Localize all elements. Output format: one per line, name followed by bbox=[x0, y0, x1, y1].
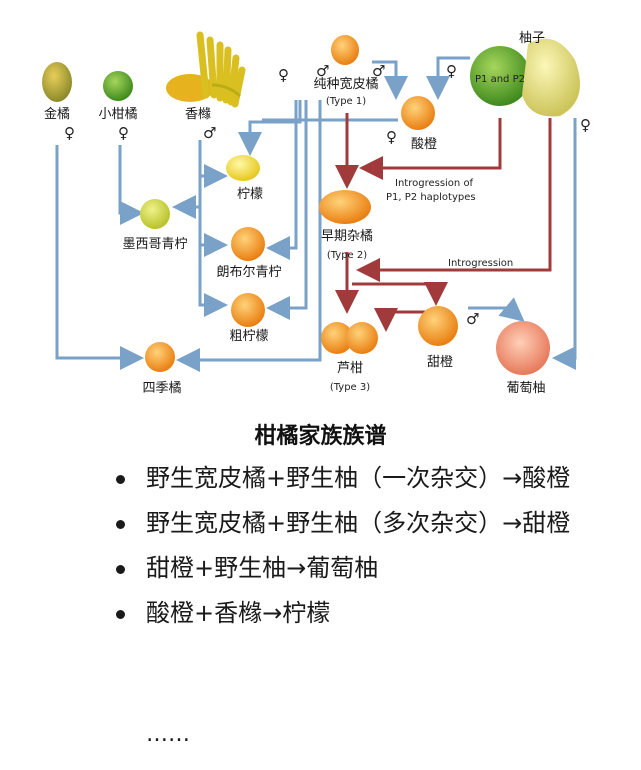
kumquat-icon bbox=[42, 62, 72, 102]
edge-kumquat-calamansi bbox=[55, 145, 144, 370]
mexican-lime-icon bbox=[140, 199, 170, 229]
bullet-dot bbox=[116, 610, 125, 619]
pomelo-haplotypes: P1 and P2 bbox=[475, 74, 525, 85]
citron-icon bbox=[166, 31, 246, 108]
node-pomelo: 柚子 bbox=[519, 31, 545, 46]
female-symbol-pomelo: ♀ bbox=[446, 62, 457, 80]
node-ponkan-type: (Type 3) bbox=[330, 382, 370, 393]
list-item-text: 野生宽皮橘+野生柚（一次杂交）→酸橙 bbox=[146, 464, 571, 492]
list-item: 酸橙+香橼→柠檬 bbox=[112, 591, 612, 636]
edge-pomelo-sour bbox=[426, 56, 470, 100]
edge-calamondin-mexican-lime bbox=[118, 145, 144, 225]
node-lemon: 柠檬 bbox=[237, 187, 263, 202]
male-symbol-citron: ♂ bbox=[203, 124, 216, 142]
node-sour-orange: 酸橙 bbox=[411, 137, 437, 152]
node-ponkan: 芦柑 bbox=[337, 361, 363, 376]
node-early-hybrid-type: (Type 2) bbox=[327, 250, 367, 261]
node-mexican-lime: 墨西哥青柠 bbox=[122, 237, 187, 252]
rough-lemon-icon bbox=[231, 293, 265, 327]
edge-pomelo-grapefruit bbox=[552, 118, 577, 370]
female-symbol-pomelo-right: ♀ bbox=[580, 116, 591, 134]
female-symbol-kumquat: ♀ bbox=[64, 124, 75, 142]
rangpur-icon bbox=[231, 227, 265, 261]
node-mandarin: 纯种宽皮橘 bbox=[313, 76, 378, 92]
node-rough-lemon: 粗柠檬 bbox=[229, 329, 268, 344]
annotation-introgression: Introgression bbox=[448, 258, 513, 269]
edge-mandarin-lemon-path bbox=[238, 100, 302, 156]
edge-sweet-ponkan bbox=[374, 308, 432, 332]
hybrid-list: 野生宽皮橘+野生柚（一次杂交）→酸橙 野生宽皮橘+野生柚（多次杂交）→甜橙 甜橙… bbox=[112, 456, 612, 636]
female-symbol-mandarin: ♀ bbox=[278, 66, 289, 84]
pomelo-icon bbox=[470, 38, 580, 117]
citrus-diagram: 金橘 小柑橘 香橼 纯种宽皮橘 (Type 1) 柚子 P1 and P2 酸橙… bbox=[42, 31, 591, 396]
edge-citron-rangpur bbox=[198, 207, 228, 257]
edge-mandarin-calamansi bbox=[176, 100, 322, 372]
node-calamondin: 小柑橘 bbox=[98, 106, 137, 122]
bullet-dot bbox=[116, 565, 125, 574]
list-item-text: 甜橙+野生柚→葡萄柚 bbox=[146, 554, 379, 582]
female-symbol-calamondin: ♀ bbox=[118, 124, 129, 142]
list-item: 野生宽皮橘+野生柚（多次杂交）→甜橙 bbox=[112, 501, 612, 546]
node-early-hybrid: 早期杂橘 bbox=[321, 228, 373, 244]
male-symbol-mandarin-left: ♂ bbox=[316, 62, 329, 80]
edge-pomelo-early bbox=[359, 118, 502, 180]
list-item: 野生宽皮橘+野生柚（一次杂交）→酸橙 bbox=[112, 456, 612, 501]
grapefruit-icon bbox=[496, 321, 550, 375]
edge-early-sweet bbox=[352, 282, 448, 306]
bullet-dot bbox=[116, 520, 125, 529]
annotation-introgression-p1: Introgression of bbox=[395, 178, 474, 189]
bullet-dot bbox=[116, 475, 125, 484]
ponkan-icon bbox=[321, 322, 378, 354]
node-mandarin-type: (Type 1) bbox=[326, 96, 366, 107]
node-citron: 香橼 bbox=[185, 107, 211, 122]
calamansi-icon bbox=[145, 342, 175, 372]
sour-orange-icon bbox=[401, 96, 435, 130]
list-item-text: 野生宽皮橘+野生柚（多次杂交）→甜橙 bbox=[146, 509, 571, 537]
diagram-caption: 柑橘家族族谱 bbox=[254, 424, 387, 449]
mandarin-icon bbox=[331, 35, 359, 65]
edge-citron-lemon bbox=[198, 140, 228, 188]
edge-citron-rough-lemon bbox=[198, 245, 228, 317]
ellipsis-text: …… bbox=[146, 722, 190, 747]
female-symbol-sour: ♀ bbox=[386, 128, 397, 146]
sweet-orange-icon bbox=[418, 306, 458, 346]
edge-mandarin-rangpur bbox=[266, 100, 298, 260]
lemon-icon bbox=[226, 155, 260, 181]
edge-citron-mexican-lime bbox=[172, 176, 202, 219]
list-item: 甜橙+野生柚→葡萄柚 bbox=[112, 546, 612, 591]
node-rangpur: 朗布尔青柠 bbox=[216, 265, 281, 280]
edge-mandarin-sour bbox=[372, 60, 408, 100]
edge-mandarin-rough-lemon bbox=[266, 100, 308, 320]
node-calamansi: 四季橘 bbox=[142, 380, 181, 396]
early-hybrid-icon bbox=[319, 190, 371, 224]
male-symbol-sweet: ♂ bbox=[466, 310, 479, 328]
node-kumquat: 金橘 bbox=[44, 106, 70, 122]
calamondin-icon bbox=[103, 71, 133, 101]
list-item-text: 酸橙+香橼→柠檬 bbox=[146, 599, 331, 627]
male-symbol-mandarin-right: ♂ bbox=[372, 62, 385, 80]
node-grapefruit: 葡萄柚 bbox=[506, 381, 545, 396]
annotation-introgression-p2: P1, P2 haplotypes bbox=[386, 192, 476, 203]
node-sweet-orange: 甜橙 bbox=[427, 354, 453, 370]
edge-sweet-grapefruit bbox=[468, 297, 525, 322]
edge-pomelo-introgression bbox=[356, 118, 552, 282]
